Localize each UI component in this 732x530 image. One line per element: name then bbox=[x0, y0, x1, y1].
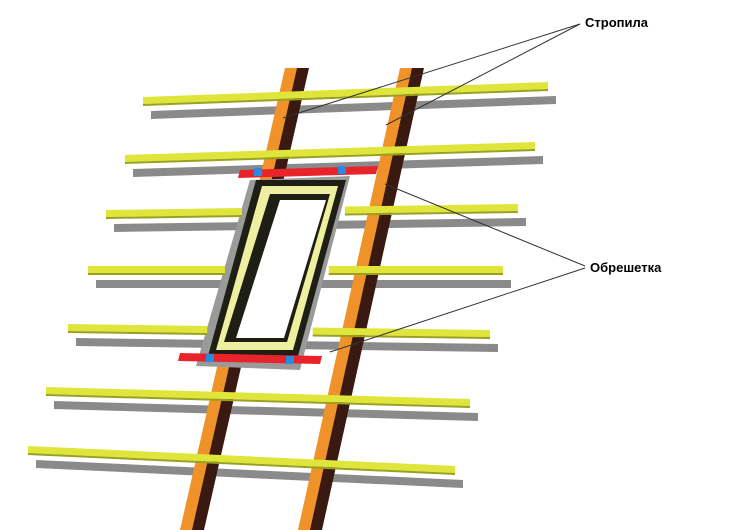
connector-block bbox=[206, 354, 214, 362]
batten-edge bbox=[68, 331, 208, 335]
batten bbox=[88, 266, 225, 273]
batten bbox=[46, 387, 470, 406]
leader-line bbox=[384, 183, 586, 267]
connector-block bbox=[338, 166, 346, 174]
connector-block bbox=[254, 168, 262, 176]
batten-edge bbox=[312, 334, 490, 339]
batten-edge bbox=[344, 211, 518, 216]
window-opening bbox=[178, 166, 378, 370]
batten-edge bbox=[125, 149, 535, 164]
batten-edge bbox=[28, 453, 455, 475]
connector-block bbox=[286, 356, 294, 364]
batten bbox=[328, 266, 503, 273]
batten bbox=[125, 142, 535, 162]
battens bbox=[28, 82, 548, 475]
batten-edge bbox=[328, 273, 503, 275]
batten-shadow bbox=[54, 401, 478, 421]
batten bbox=[106, 208, 242, 217]
leader-line bbox=[385, 23, 581, 126]
batten bbox=[143, 82, 548, 104]
batten bbox=[344, 204, 518, 214]
leader-lines bbox=[282, 23, 586, 353]
rafters-label: Стропила bbox=[585, 15, 648, 30]
batten-edge bbox=[46, 394, 470, 408]
window-glass bbox=[236, 200, 326, 338]
batten-shadow bbox=[36, 460, 463, 488]
batten bbox=[312, 327, 490, 337]
batten-shadow bbox=[151, 96, 556, 119]
batten-edge bbox=[106, 215, 242, 219]
batten-edge bbox=[88, 273, 225, 275]
rafter-shadow bbox=[308, 68, 424, 530]
battens-label: Обрешетка bbox=[590, 260, 662, 275]
rafter bbox=[298, 68, 412, 530]
batten bbox=[68, 324, 208, 333]
leader-line bbox=[282, 23, 581, 119]
batten bbox=[28, 446, 455, 473]
leader-line bbox=[329, 267, 586, 353]
